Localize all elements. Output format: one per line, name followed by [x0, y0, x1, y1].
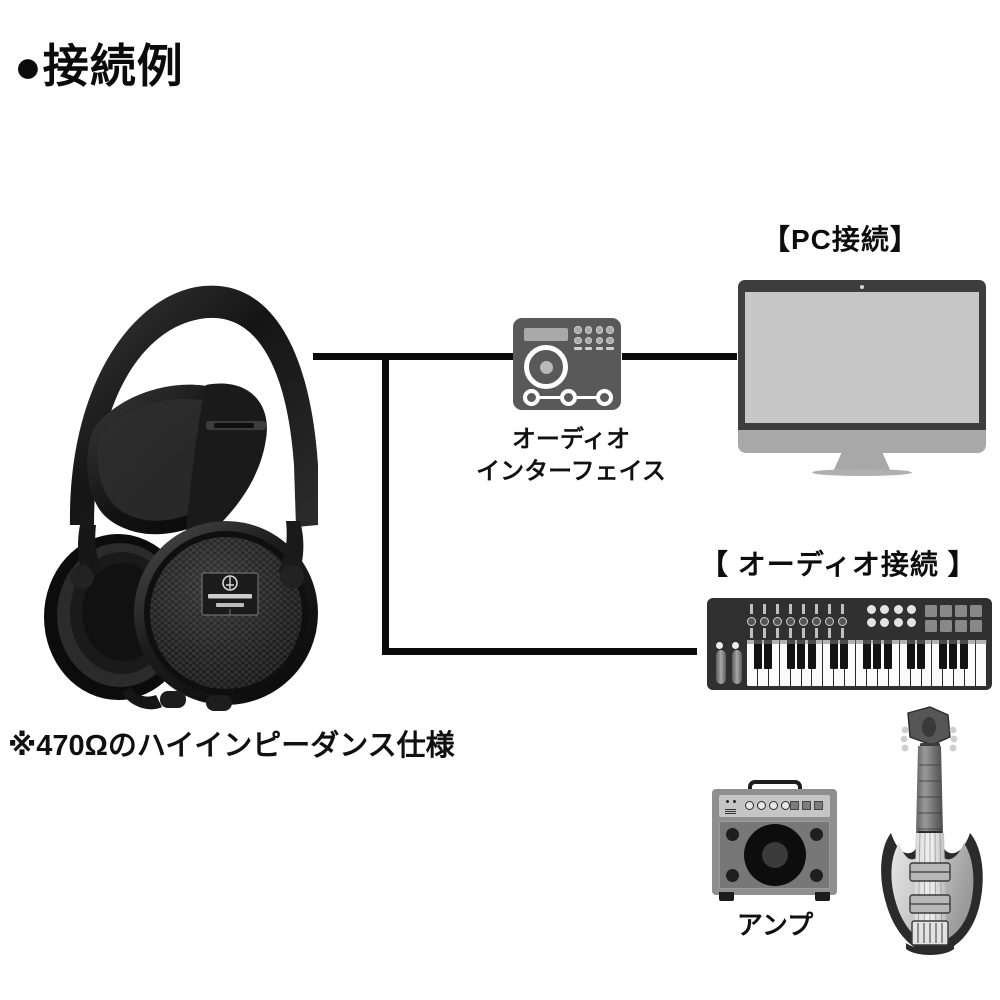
amp-knob [781, 801, 790, 810]
amp-handle [748, 780, 802, 791]
keyboard-fader [786, 604, 795, 638]
keyboard-round-buttons [867, 605, 917, 627]
amp-button [802, 801, 811, 810]
keyboard-fader [812, 604, 821, 638]
interface-jack [559, 389, 577, 406]
interface-main-knob [524, 345, 568, 389]
audio-interface-caption: オーディオ インターフェイス [456, 424, 686, 488]
amp-knob [745, 801, 754, 810]
keyboard-fader-strip [747, 604, 847, 638]
computer-monitor-icon [738, 280, 1000, 476]
pc-connection-heading: 【PC接続】 [762, 224, 919, 255]
audio-connection-heading: 【 オーディオ接続 】 [700, 549, 977, 580]
keyboard-pad-section [867, 605, 982, 637]
interface-knob [584, 336, 593, 344]
interface-knob-grid [574, 326, 614, 350]
amp-caption: アンプ [736, 910, 814, 940]
headphone-brand-badge [201, 572, 259, 616]
wire-headphones-to-junction [313, 353, 548, 360]
keyboard-fader [838, 604, 847, 638]
impedance-note: ※470Ωのハイインピーダンス仕様 [8, 730, 455, 762]
keyboard-fader [799, 604, 808, 638]
keyboard-drum-pads [925, 605, 983, 632]
amp-body [712, 789, 837, 895]
amp-knob [769, 801, 778, 810]
monitor-chin [738, 430, 986, 453]
interface-knob-line [606, 347, 614, 350]
interface-jack-row [523, 388, 613, 407]
amp-foot [815, 892, 830, 901]
monitor-bezel [738, 280, 986, 432]
monitor-camera-icon [860, 285, 864, 289]
amp-speaker-grille [719, 821, 830, 889]
headphones-illustration [10, 225, 340, 715]
interface-knob [584, 326, 593, 334]
amp-foot [719, 892, 734, 901]
interface-knob [574, 326, 582, 334]
interface-jack [596, 389, 613, 406]
keyboard-fader [825, 604, 834, 638]
amp-speaker-cone [743, 824, 806, 886]
amp-button-row [790, 801, 823, 810]
mod-wheel [732, 650, 742, 684]
amp-button [790, 801, 799, 810]
interface-knob [595, 336, 603, 344]
amp-control-panel [719, 795, 830, 817]
pitch-wheel [716, 650, 726, 684]
amp-vent [725, 808, 736, 814]
wire-interface-to-monitor [622, 353, 737, 360]
amp-button [814, 801, 823, 810]
electric-guitar-illustration [858, 705, 998, 967]
wire-junction-vertical [382, 353, 389, 655]
wire-junction-to-keyboard [382, 648, 697, 655]
keyboard-fader [747, 604, 756, 638]
monitor-stand-neck [833, 451, 891, 472]
amp-knob-row [745, 801, 790, 810]
interface-knob [574, 336, 582, 344]
monitor-stand-base [812, 469, 912, 476]
guitar-pickup [909, 862, 951, 882]
interface-knob [606, 326, 614, 334]
guitar-pickup [909, 894, 951, 914]
monitor-screen [745, 292, 979, 423]
keyboard-fader [760, 604, 769, 638]
interface-display [524, 328, 568, 341]
interface-jack-link [576, 395, 596, 400]
interface-jack [523, 389, 540, 406]
keyboard-fader [773, 604, 782, 638]
amp-knob [757, 801, 766, 810]
page-title: ●接続例 [14, 40, 184, 92]
keyboard-pitch-mod-wheels [715, 642, 743, 686]
audio-interface-icon [513, 318, 621, 410]
guitar-bridge [911, 920, 949, 946]
interface-knob [595, 326, 603, 334]
audio-interface-caption-line2: インターフェイス [476, 458, 666, 486]
interface-knob-line [584, 347, 593, 350]
interface-knob-line [595, 347, 603, 350]
interface-jack-link [540, 395, 560, 400]
interface-knob-line [574, 347, 582, 350]
midi-keyboard-icon [707, 598, 992, 690]
audio-interface-caption-line1: オーディオ [511, 426, 631, 453]
guitar-amplifier-icon [712, 780, 837, 905]
keyboard-keys [747, 640, 987, 686]
keyboard-key-shadow [747, 640, 987, 644]
interface-knob [606, 336, 614, 344]
